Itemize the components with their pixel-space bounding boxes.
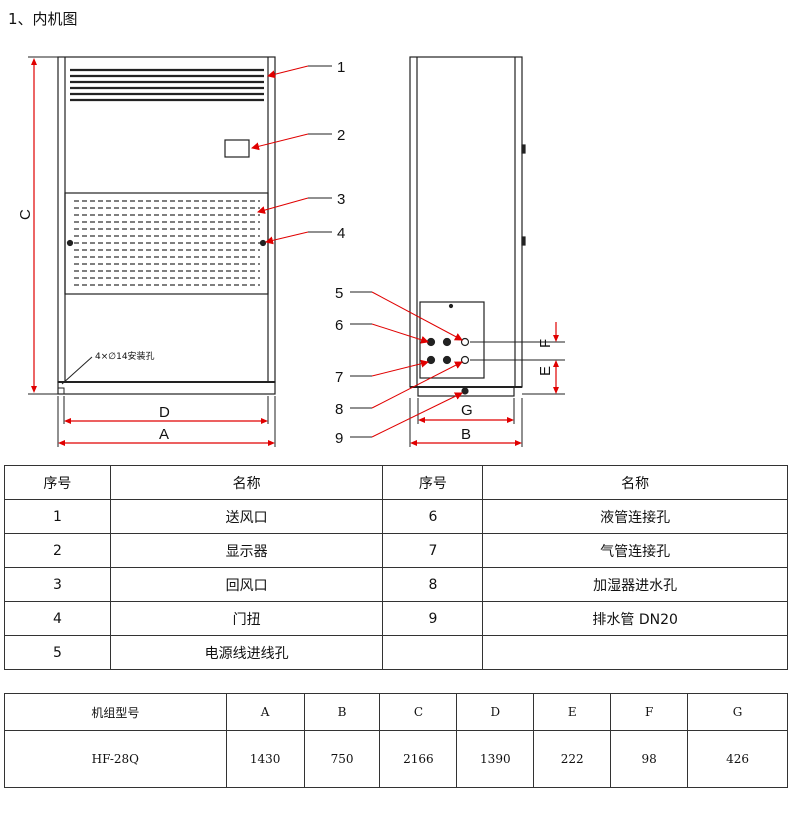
dim-label-a: A bbox=[159, 426, 169, 443]
value-f: 98 bbox=[610, 730, 689, 788]
callout-4: 4 bbox=[337, 225, 345, 242]
callout-5: 5 bbox=[335, 285, 343, 302]
part-no: 7 bbox=[382, 533, 484, 568]
callout-3: 3 bbox=[337, 191, 345, 208]
return-air-grille bbox=[74, 200, 260, 286]
section-heading: 1、内机图 bbox=[8, 10, 78, 28]
part-no: 2 bbox=[4, 533, 111, 568]
part-no: 8 bbox=[382, 567, 484, 602]
model-value: HF-28Q bbox=[4, 730, 227, 788]
header-f: F bbox=[610, 693, 689, 731]
dim-label-d: D bbox=[159, 404, 170, 421]
header-b: B bbox=[303, 693, 381, 731]
door-knob-right bbox=[259, 239, 267, 247]
part-no: 4 bbox=[4, 601, 111, 636]
value-b: 750 bbox=[303, 730, 381, 788]
callout-9: 9 bbox=[335, 430, 343, 447]
part-name: 门扭 bbox=[109, 601, 384, 636]
part-no: 9 bbox=[382, 601, 484, 636]
header-name-1: 名称 bbox=[109, 465, 384, 500]
part-no bbox=[382, 635, 484, 670]
indoor-unit-drawing: C D A 4×∅14安装孔 1 2 3 4 bbox=[17, 56, 565, 447]
side-callouts bbox=[350, 291, 463, 438]
part-name bbox=[482, 635, 788, 670]
part-no: 6 bbox=[382, 499, 484, 534]
display-box bbox=[224, 139, 250, 158]
mount-note-leader bbox=[61, 356, 93, 385]
callout-8: 8 bbox=[335, 401, 343, 418]
dim-label-b: B bbox=[461, 426, 471, 443]
header-no-2: 序号 bbox=[382, 465, 484, 500]
value-e: 222 bbox=[533, 730, 612, 788]
dim-label-c: C bbox=[17, 209, 34, 220]
door-knob-left bbox=[66, 239, 74, 247]
callout-2: 2 bbox=[337, 127, 345, 144]
part-name: 显示器 bbox=[109, 533, 384, 568]
callout-1: 1 bbox=[337, 59, 345, 76]
header-d: D bbox=[456, 693, 535, 731]
part-name: 液管连接孔 bbox=[482, 499, 788, 534]
part-name: 气管连接孔 bbox=[482, 533, 788, 568]
value-a: 1430 bbox=[225, 730, 305, 788]
dim-label-f: F bbox=[537, 339, 554, 348]
part-no: 3 bbox=[4, 567, 111, 602]
header-name-2: 名称 bbox=[482, 465, 788, 500]
callout-7: 7 bbox=[335, 369, 343, 386]
part-name: 加湿器进水孔 bbox=[482, 567, 788, 602]
header-g: G bbox=[687, 693, 788, 731]
front-dimensions bbox=[28, 56, 276, 447]
table-row: 4 门扭 9 排水管 DN20 bbox=[4, 601, 788, 636]
value-g: 426 bbox=[687, 730, 788, 788]
part-name: 回风口 bbox=[109, 567, 384, 602]
parts-table: 序号 名称 序号 名称 1 送风口 6 液管连接孔 2 显示器 7 气管连接孔 … bbox=[4, 465, 788, 670]
side-dimensions bbox=[409, 322, 565, 447]
dimensions-table: 机组型号 A B C D E F G HF-28Q 1430 750 2166 … bbox=[4, 693, 788, 788]
part-no: 1 bbox=[4, 499, 111, 534]
value-c: 2166 bbox=[379, 730, 458, 788]
supply-air-louver bbox=[70, 68, 264, 102]
table-row: HF-28Q 1430 750 2166 1390 222 98 426 bbox=[4, 730, 788, 788]
front-callouts bbox=[251, 65, 332, 245]
side-view bbox=[409, 56, 526, 397]
table-row: 2 显示器 7 气管连接孔 bbox=[4, 533, 788, 568]
header-c: C bbox=[379, 693, 458, 731]
front-view bbox=[57, 56, 276, 395]
part-name: 送风口 bbox=[109, 499, 384, 534]
header-e: E bbox=[533, 693, 612, 731]
dim-label-g: G bbox=[461, 402, 473, 419]
header-a: A bbox=[225, 693, 305, 731]
table-row: 5 电源线进线孔 bbox=[4, 635, 788, 670]
value-d: 1390 bbox=[456, 730, 535, 788]
pipe-connection-panel bbox=[419, 301, 485, 379]
dimensions-header: 机组型号 A B C D E F G bbox=[4, 693, 788, 731]
part-no: 5 bbox=[4, 635, 111, 670]
part-name: 电源线进线孔 bbox=[109, 635, 384, 670]
table-row: 3 回风口 8 加湿器进水孔 bbox=[4, 567, 788, 602]
callout-6: 6 bbox=[335, 317, 343, 334]
header-no-1: 序号 bbox=[4, 465, 111, 500]
header-model: 机组型号 bbox=[4, 693, 227, 731]
mount-hole-note: 4×∅14安装孔 bbox=[95, 350, 155, 362]
table-row: 1 送风口 6 液管连接孔 bbox=[4, 499, 788, 534]
dim-label-e: E bbox=[537, 366, 554, 376]
parts-table-header: 序号 名称 序号 名称 bbox=[4, 465, 788, 500]
part-name: 排水管 DN20 bbox=[482, 601, 788, 636]
